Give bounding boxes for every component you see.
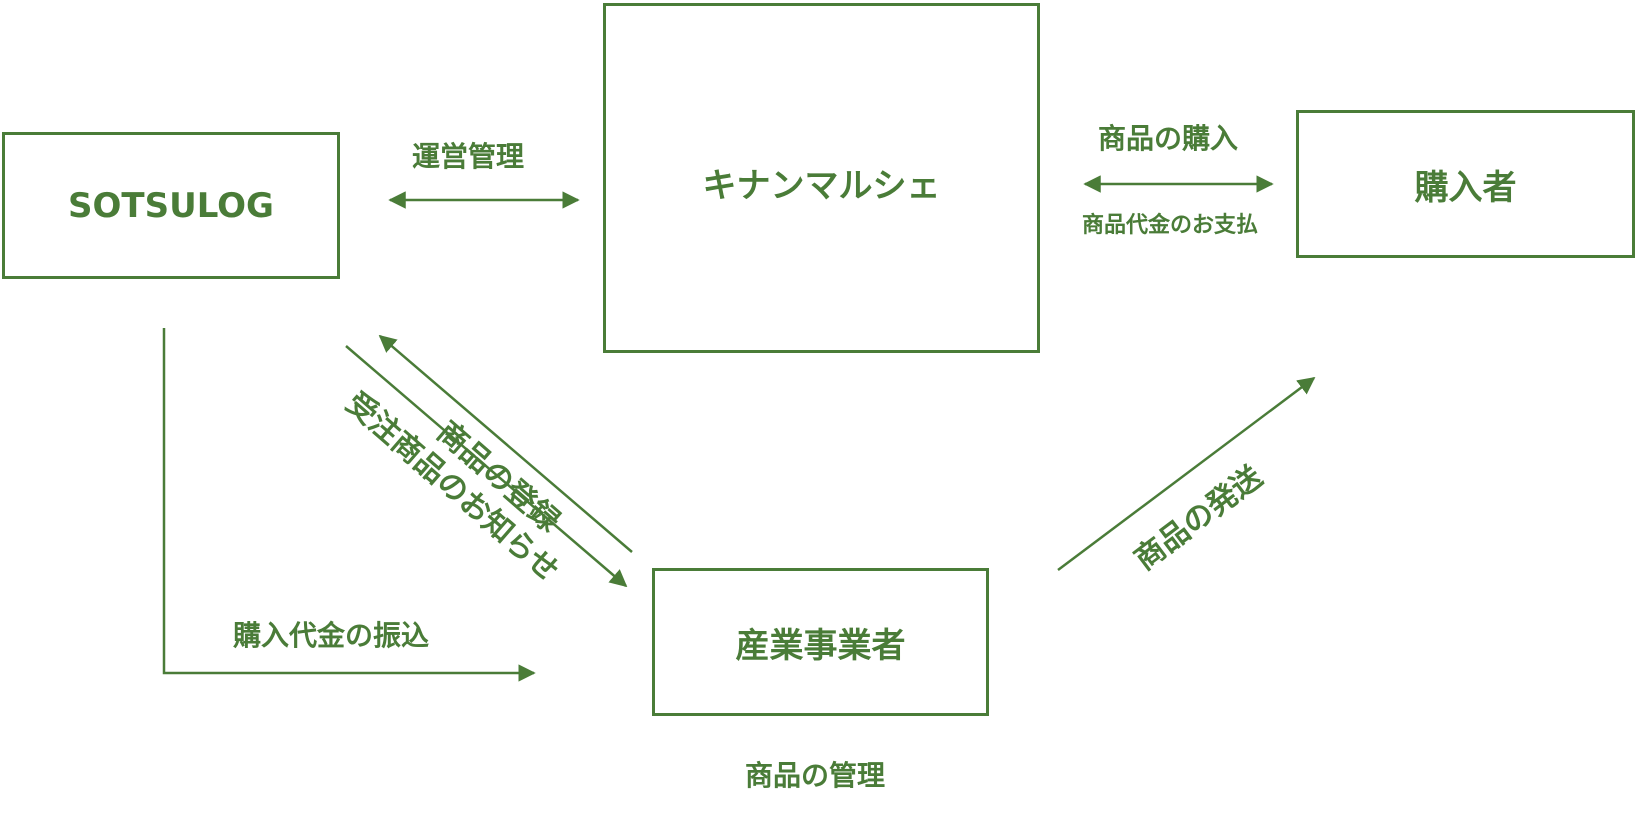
producer-label: 産業事業者 [735,625,906,666]
payment-label: 商品代金のお支払 [1082,213,1259,238]
management-label: 運営管理 [412,140,525,173]
order-notice-arrow [345,345,628,588]
shipping-arrow [1057,376,1316,571]
product-management-label: 商品の管理 [745,759,886,792]
producer-node: 産業事業者 [652,568,989,716]
kinan-marche-node: キナンマルシェ [603,3,1040,353]
registration-arrow [378,334,633,553]
kinan-marche-label: キナンマルシェ [702,166,941,206]
transfer-arrow [162,328,536,682]
sotsulog-node: SOTSULOG [2,132,340,279]
purchase-label: 商品の購入 [1098,122,1239,155]
transfer-label: 購入代金の振込 [233,619,430,652]
purchaser-label: 購入者 [1414,167,1517,208]
sotsulog-label: SOTSULOG [68,185,274,226]
purchaser-node: 購入者 [1296,110,1635,258]
